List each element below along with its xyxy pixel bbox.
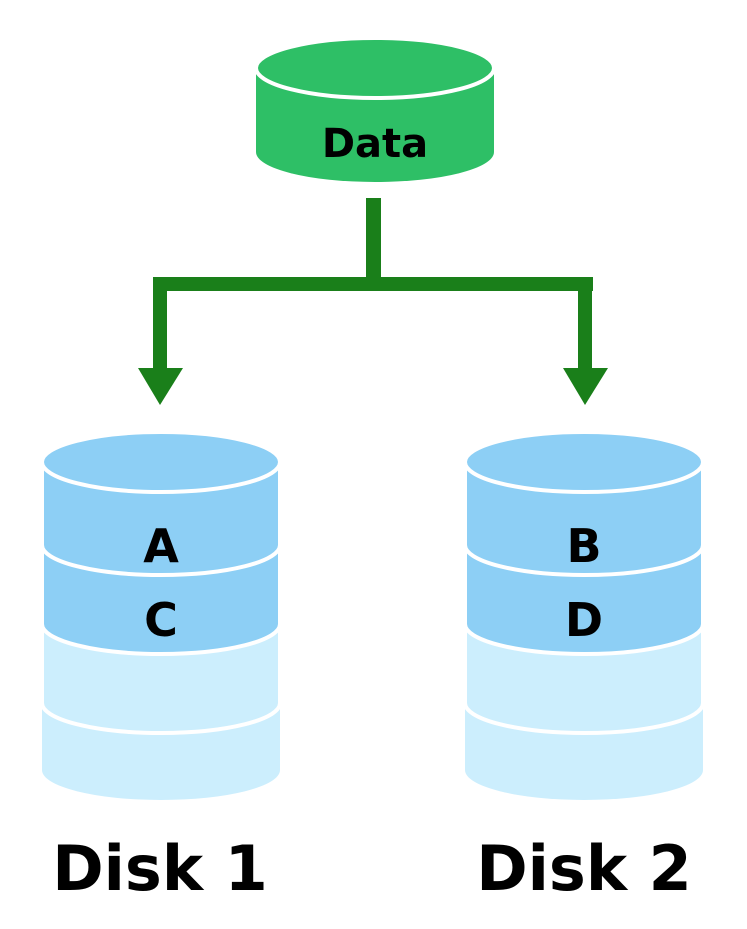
disk-1-block-label: C bbox=[144, 593, 178, 647]
split-connector bbox=[138, 198, 608, 405]
disk-1-top bbox=[40, 430, 282, 494]
disk-2-block-label: B bbox=[566, 519, 601, 573]
disk-1-block-label: A bbox=[143, 519, 179, 573]
disk-2: B D bbox=[463, 430, 705, 800]
disk-2-segment-1 bbox=[463, 460, 705, 577]
arrow-head-right-icon bbox=[563, 368, 608, 405]
connector-left-drop bbox=[153, 277, 167, 372]
disk-1: A C bbox=[40, 430, 282, 800]
disk-2-top bbox=[463, 430, 705, 494]
disk-1-caption: Disk 1 bbox=[52, 832, 268, 905]
data-cylinder-top bbox=[254, 36, 496, 100]
arrow-head-left-icon bbox=[138, 368, 183, 405]
connector-right-drop bbox=[578, 277, 592, 372]
data-cylinder: Data bbox=[254, 36, 496, 182]
connector-bar bbox=[153, 277, 593, 291]
disk-1-segment-1 bbox=[40, 460, 282, 577]
data-label: Data bbox=[322, 121, 428, 167]
disk-2-caption: Disk 2 bbox=[476, 832, 692, 905]
connector-stem bbox=[366, 198, 381, 284]
disk-2-block-label: D bbox=[565, 593, 603, 647]
data-cylinder-body bbox=[256, 68, 494, 182]
